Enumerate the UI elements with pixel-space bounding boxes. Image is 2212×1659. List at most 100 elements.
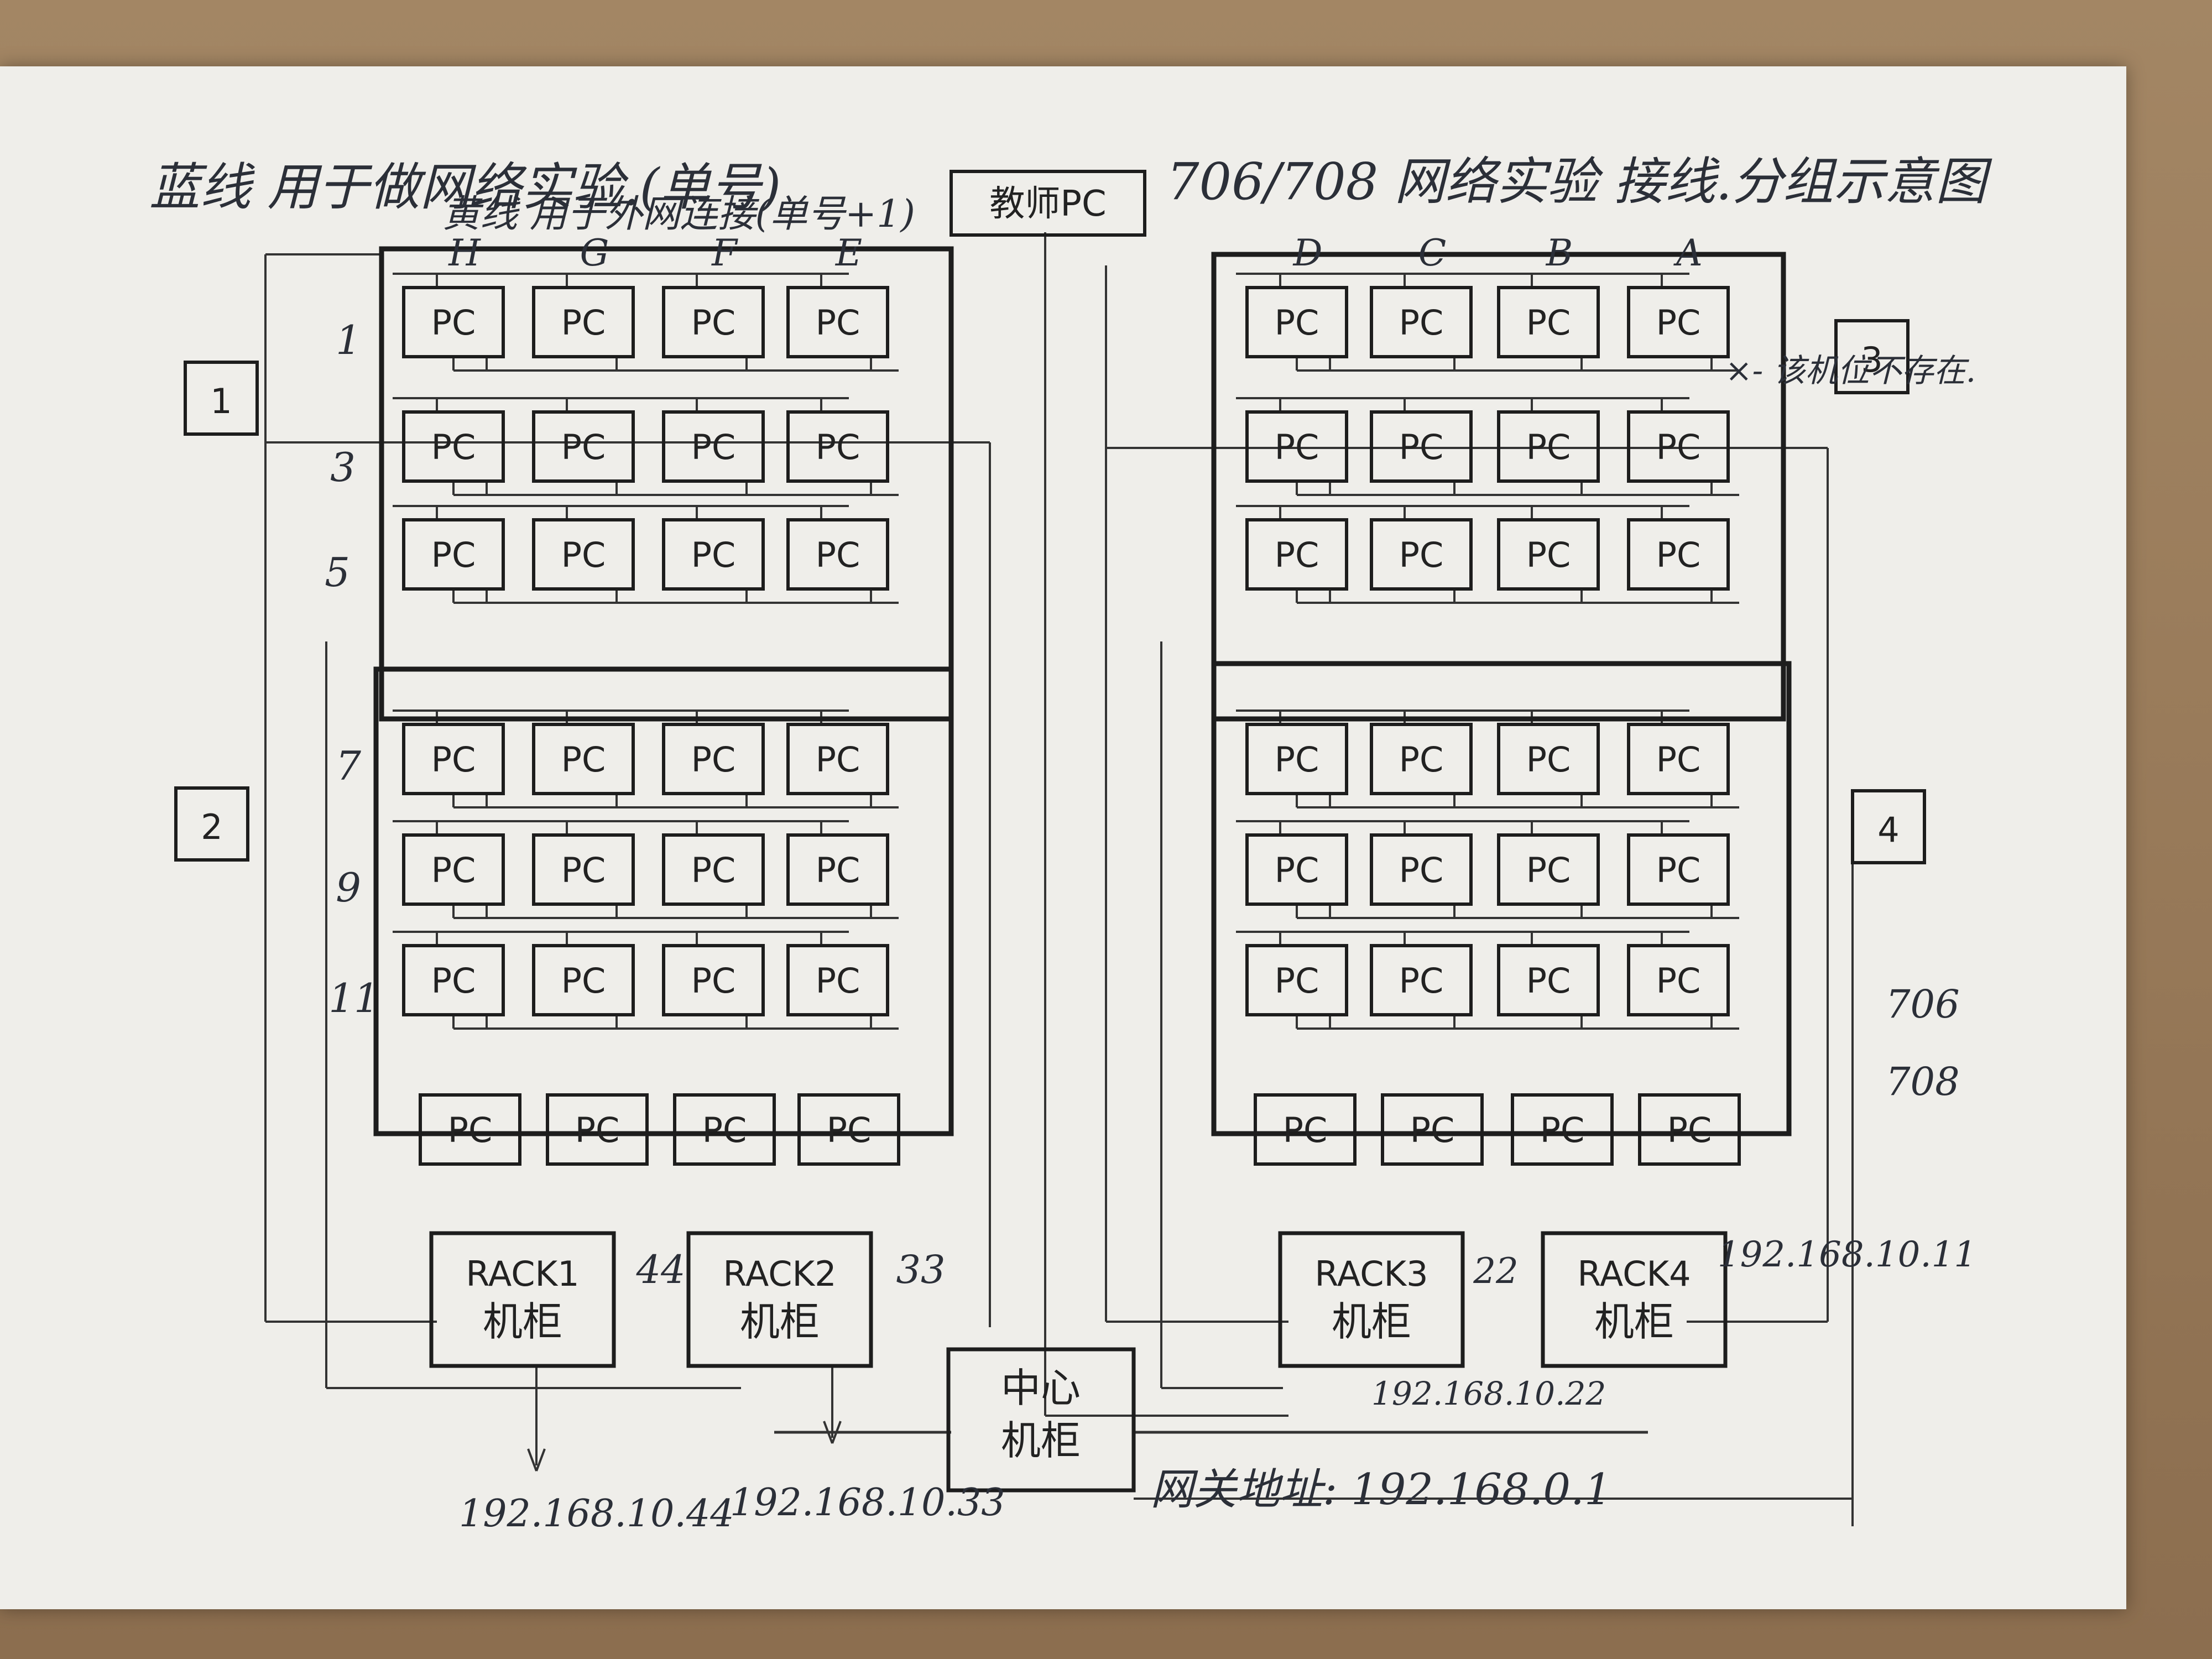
group-frame-4	[1211, 661, 1792, 1136]
rack-label-4: RACK4	[1577, 1254, 1691, 1294]
pc-node: PC	[1638, 1093, 1741, 1166]
pc-node: PC	[402, 944, 505, 1016]
column-letter-C: C	[1418, 232, 1447, 274]
pc-node: PC	[1627, 833, 1730, 906]
pc-node: PC	[532, 723, 635, 795]
note-yellow-line: 黄线 用于外网连接(单号+1)	[442, 192, 915, 236]
svg-text:PC: PC	[1275, 850, 1319, 890]
pc-node: PC	[673, 1093, 776, 1166]
group-number-2: 2	[201, 807, 222, 847]
group-frame-2	[373, 666, 954, 1136]
pc-node: PC	[786, 286, 889, 358]
pc-node: PC	[1245, 723, 1348, 795]
svg-text:PC: PC	[1275, 427, 1319, 467]
pc-node: PC	[402, 410, 505, 483]
column-letter-A: A	[1673, 232, 1703, 274]
pc-node: PC	[1370, 723, 1473, 795]
svg-text:PC: PC	[561, 850, 606, 890]
column-letter-G: G	[580, 232, 609, 274]
rack-label-1: RACK1	[466, 1254, 579, 1294]
svg-text:PC: PC	[827, 1110, 872, 1150]
column-letter-D: D	[1293, 232, 1323, 274]
rack-label-3: RACK3	[1314, 1254, 1428, 1294]
group-frame-1	[379, 246, 954, 722]
column-letter-H: H	[448, 232, 481, 274]
teacher-pc-box	[950, 170, 1146, 237]
svg-text:PC: PC	[561, 535, 606, 575]
rack-cabinet-label-2: 机柜	[740, 1298, 820, 1345]
group-number-box-3	[1834, 319, 1910, 394]
svg-text:PC: PC	[816, 427, 860, 467]
pc-node: PC	[1245, 833, 1348, 906]
column-letter-E: E	[835, 232, 862, 274]
rack-cabinet-label-4: 机柜	[1594, 1298, 1674, 1345]
group-number-1: 1	[210, 381, 232, 421]
rack2-tag: 33	[896, 1247, 945, 1292]
group-number-box-2	[174, 786, 249, 862]
pc-node: PC	[1497, 833, 1600, 906]
svg-text:PC: PC	[691, 427, 736, 467]
pc-node: PC	[402, 723, 505, 795]
pc-node: PC	[786, 833, 889, 906]
svg-text:PC: PC	[816, 535, 860, 575]
svg-text:PC: PC	[561, 961, 606, 1001]
row-number-1: 1	[336, 317, 361, 363]
svg-text:PC: PC	[1526, 850, 1571, 890]
pc-node: PC	[402, 833, 505, 906]
svg-text:PC: PC	[1275, 961, 1319, 1001]
svg-text:PC: PC	[575, 1110, 620, 1150]
svg-text:PC: PC	[816, 961, 860, 1001]
svg-text:PC: PC	[431, 535, 476, 575]
svg-text:PC: PC	[1275, 739, 1319, 780]
rack-box-4	[1541, 1231, 1728, 1368]
svg-text:PC: PC	[561, 739, 606, 780]
svg-text:PC: PC	[1283, 1110, 1328, 1150]
group-frame-3	[1211, 252, 1786, 722]
svg-text:PC: PC	[1399, 850, 1444, 890]
pc-node: PC	[532, 518, 635, 591]
pc-node: PC	[786, 944, 889, 1016]
svg-text:PC: PC	[431, 961, 476, 1001]
pc-node: PC	[546, 1093, 649, 1166]
pc-node: PC	[1511, 1093, 1614, 1166]
pc-node: PC	[662, 833, 765, 906]
svg-text:PC: PC	[702, 1110, 747, 1150]
rack1-tag: 44	[635, 1247, 685, 1292]
svg-text:PC: PC	[1526, 535, 1571, 575]
pc-node: PC	[786, 518, 889, 591]
svg-text:PC: PC	[1656, 302, 1701, 343]
column-letter-F: F	[711, 232, 738, 274]
svg-text:PC: PC	[1526, 961, 1571, 1001]
svg-text:PC: PC	[1526, 302, 1571, 343]
svg-text:PC: PC	[1399, 535, 1444, 575]
pc-node: PC	[1627, 944, 1730, 1016]
pc-node: PC	[419, 1093, 521, 1166]
svg-text:PC: PC	[1540, 1110, 1585, 1150]
pc-node: PC	[1627, 723, 1730, 795]
svg-text:PC: PC	[1410, 1110, 1455, 1150]
svg-text:PC: PC	[561, 302, 606, 343]
room-number-708: 708	[1886, 1059, 1960, 1104]
svg-text:PC: PC	[1399, 427, 1444, 467]
pc-node: PC	[532, 944, 635, 1016]
svg-text:PC: PC	[1656, 739, 1701, 780]
svg-text:PC: PC	[691, 302, 736, 343]
svg-text:PC: PC	[431, 850, 476, 890]
pc-node: PC	[1245, 286, 1348, 358]
svg-text:PC: PC	[816, 850, 860, 890]
svg-text:PC: PC	[431, 302, 476, 343]
svg-text:PC: PC	[1656, 535, 1701, 575]
pc-node: PC	[662, 410, 765, 483]
pc-node: PC	[662, 723, 765, 795]
paper-sheet: PC PC PC PC PC PC PC PC PC PC PC PC PC PC PC PC PC PC PC PC…	[0, 66, 2126, 1609]
svg-text:PC: PC	[691, 961, 736, 1001]
rack-box-2	[686, 1231, 873, 1368]
center-cabinet-box	[946, 1347, 1136, 1493]
pc-node: PC	[1497, 518, 1600, 591]
svg-text:PC: PC	[1275, 535, 1319, 575]
svg-text:PC: PC	[691, 850, 736, 890]
group-number-4: 4	[1877, 810, 1899, 850]
rack-label-2: RACK2	[723, 1254, 836, 1294]
pc-node: PC	[402, 286, 505, 358]
column-letter-B: B	[1546, 232, 1573, 274]
